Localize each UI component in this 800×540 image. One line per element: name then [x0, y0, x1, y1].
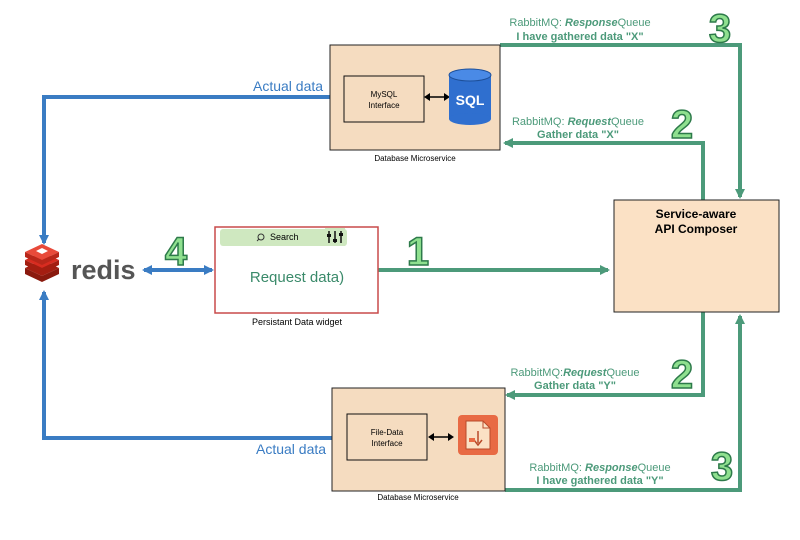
bottom-request-queue-detail: Gather data "Y" [534, 380, 616, 392]
step-4: 4 [165, 230, 188, 274]
bottom-response-queue-detail: I have gathered data "Y" [536, 475, 663, 487]
step-3-top: 3 [709, 7, 731, 51]
actual-data-top-arrow [39, 95, 330, 245]
top-db-microservice: MySQL Interface SQL Database Microservic… [329, 44, 501, 163]
bottom-db-microservice: File-Data Interface Database Microservic… [331, 387, 506, 502]
actual-data-bottom-arrow [39, 290, 332, 440]
top-response-queue-detail: I have gathered data "X" [516, 31, 643, 43]
bottom-request-queue-label: RabbitMQ:RequestQueue [510, 367, 639, 379]
api-composer: Service-aware API Composer [613, 199, 780, 313]
redis-label: redis [71, 255, 136, 285]
bottom-response-arrow [505, 314, 745, 492]
mysql-interface-box [343, 75, 425, 123]
top-response-arrow [500, 43, 745, 199]
file-icon [458, 415, 498, 455]
file-data-interface-line1: File-Data [371, 428, 404, 437]
top-response-queue-label: RabbitMQ: ResponseQueue [509, 17, 650, 29]
bidirectional-arrow-icon [424, 93, 450, 101]
top-request-queue-detail: Gather data "X" [537, 129, 619, 141]
search-icon [256, 233, 265, 242]
step-2-top: 2 [671, 103, 693, 147]
top-db-caption: Database Microservice [374, 154, 456, 163]
file-data-interface-line2: Interface [371, 439, 403, 448]
top-request-arrow [503, 138, 705, 200]
settings-sliders-icon[interactable] [325, 228, 345, 246]
persistent-data-widget: Search Request data) Persistant Data wid… [214, 226, 379, 327]
bottom-request-arrow [505, 312, 705, 400]
sql-icon-label: SQL [456, 92, 485, 108]
top-request-queue-label: RabbitMQ: RequestQueue [512, 116, 644, 128]
file-data-interface-box [346, 413, 428, 461]
widget-caption: Persistant Data widget [252, 317, 343, 327]
step-3-bottom: 3 [711, 445, 733, 489]
widget-search-bar[interactable] [220, 229, 347, 246]
step-1: 1 [407, 230, 429, 274]
redis-logo: redis [25, 244, 136, 285]
widget-search-label: Search [270, 232, 299, 242]
mysql-interface-line1: MySQL [371, 90, 398, 99]
composer-title-line2: API Composer [655, 222, 738, 236]
composer-title-line1: Service-aware [656, 207, 737, 221]
bidirectional-arrow-icon [428, 433, 454, 441]
bottom-db-caption: Database Microservice [377, 493, 459, 502]
sql-database-icon: SQL [448, 68, 492, 125]
actual-data-bottom-label: Actual data [256, 441, 326, 457]
redis-stack-icon [25, 244, 59, 282]
step-2-bottom: 2 [671, 353, 693, 397]
mysql-interface-line2: Interface [368, 101, 400, 110]
actual-data-top-label: Actual data [253, 78, 323, 94]
bottom-response-queue-label: RabbitMQ: ResponseQueue [529, 462, 670, 474]
widget-body-text: Request data) [250, 269, 344, 286]
